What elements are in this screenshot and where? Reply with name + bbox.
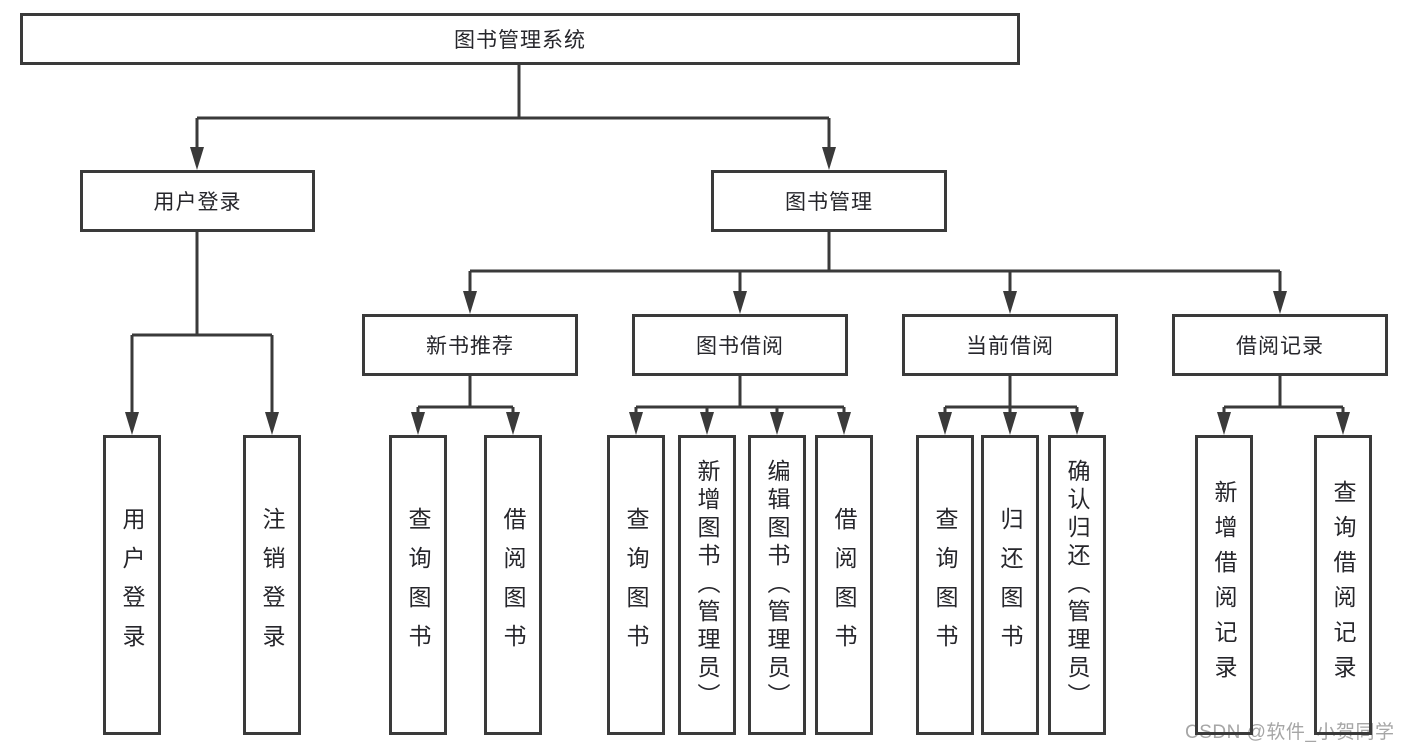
leaf-query-borrow-record: 查询借阅记录 [1314, 435, 1372, 735]
leaf-add-borrow-record: 新增借阅记录 [1195, 435, 1253, 735]
branch-book-management [463, 232, 1287, 314]
leaf-borrow-books-2-label: 借阅图书 [831, 507, 857, 663]
arrow-down-icon [1003, 412, 1017, 435]
leaf-logout-label: 注销登录 [259, 507, 285, 663]
leaf-user-login-label: 用户登录 [119, 507, 145, 663]
node-root-label: 图书管理系统 [454, 29, 586, 52]
node-book-borrowing: 图书借阅 [632, 314, 848, 376]
node-book-borrowing-label: 图书借阅 [696, 335, 784, 358]
leaf-query-borrow-record-label: 查询借阅记录 [1330, 480, 1356, 690]
arrow-down-icon [1070, 412, 1084, 435]
arrow-down-icon [190, 147, 204, 170]
leaf-confirm-return-admin-label: 确认归还（管理员） [1064, 459, 1090, 711]
leaf-query-books-3-label: 查询图书 [932, 507, 958, 663]
leaf-query-books-2: 查询图书 [607, 435, 665, 735]
node-borrowing-records: 借阅记录 [1172, 314, 1388, 376]
branch-borrowing-records [1217, 376, 1350, 435]
node-book-management-label: 图书管理 [785, 191, 873, 214]
arrow-down-icon [1336, 412, 1350, 435]
leaf-edit-books-admin-label: 编辑图书（管理员） [764, 459, 790, 711]
leaf-query-books-2-label: 查询图书 [623, 507, 649, 663]
leaf-borrow-books-1: 借阅图书 [484, 435, 542, 735]
node-root: 图书管理系统 [20, 13, 1020, 65]
arrow-down-icon [700, 412, 714, 435]
arrow-down-icon [463, 291, 477, 314]
node-current-borrowing: 当前借阅 [902, 314, 1118, 376]
arrow-down-icon [770, 412, 784, 435]
branch-user-login [125, 232, 279, 435]
node-user-login-label: 用户登录 [153, 191, 242, 214]
arrow-down-icon [506, 412, 520, 435]
arrow-down-icon [265, 412, 279, 435]
branch-root [190, 65, 836, 170]
arrow-down-icon [938, 412, 952, 435]
arrow-down-icon [733, 291, 747, 314]
leaf-query-books-1-label: 查询图书 [405, 507, 431, 663]
node-user-login: 用户登录 [80, 170, 315, 232]
node-book-management: 图书管理 [711, 170, 947, 232]
branch-current-borrowing [938, 376, 1084, 435]
leaf-add-books-admin-label: 新增图书（管理员） [694, 459, 720, 711]
leaf-add-borrow-record-label: 新增借阅记录 [1211, 480, 1237, 690]
leaf-query-books-3: 查询图书 [916, 435, 974, 735]
branch-book-borrowing [629, 376, 851, 435]
leaf-confirm-return-admin: 确认归还（管理员） [1048, 435, 1106, 735]
arrow-down-icon [822, 147, 836, 170]
leaf-return-books: 归还图书 [981, 435, 1039, 735]
watermark: CSDN @软件_小贺同学 [1185, 722, 1395, 743]
arrow-down-icon [1217, 412, 1231, 435]
arrow-down-icon [629, 412, 643, 435]
leaf-edit-books-admin: 编辑图书（管理员） [748, 435, 806, 735]
leaf-add-books-admin: 新增图书（管理员） [678, 435, 736, 735]
arrow-down-icon [837, 412, 851, 435]
leaf-borrow-books-1-label: 借阅图书 [500, 507, 526, 663]
arrow-down-icon [411, 412, 425, 435]
node-new-book-recommend-label: 新书推荐 [426, 335, 514, 358]
node-new-book-recommend: 新书推荐 [362, 314, 578, 376]
leaf-logout: 注销登录 [243, 435, 301, 735]
node-current-borrowing-label: 当前借阅 [966, 335, 1054, 358]
leaf-return-books-label: 归还图书 [997, 507, 1023, 663]
arrow-down-icon [1003, 291, 1017, 314]
node-borrowing-records-label: 借阅记录 [1236, 335, 1324, 358]
leaf-borrow-books-2: 借阅图书 [815, 435, 873, 735]
leaf-user-login: 用户登录 [103, 435, 161, 735]
leaf-query-books-1: 查询图书 [389, 435, 447, 735]
arrow-down-icon [1273, 291, 1287, 314]
arrow-down-icon [125, 412, 139, 435]
branch-new-book-recommend [411, 376, 520, 435]
